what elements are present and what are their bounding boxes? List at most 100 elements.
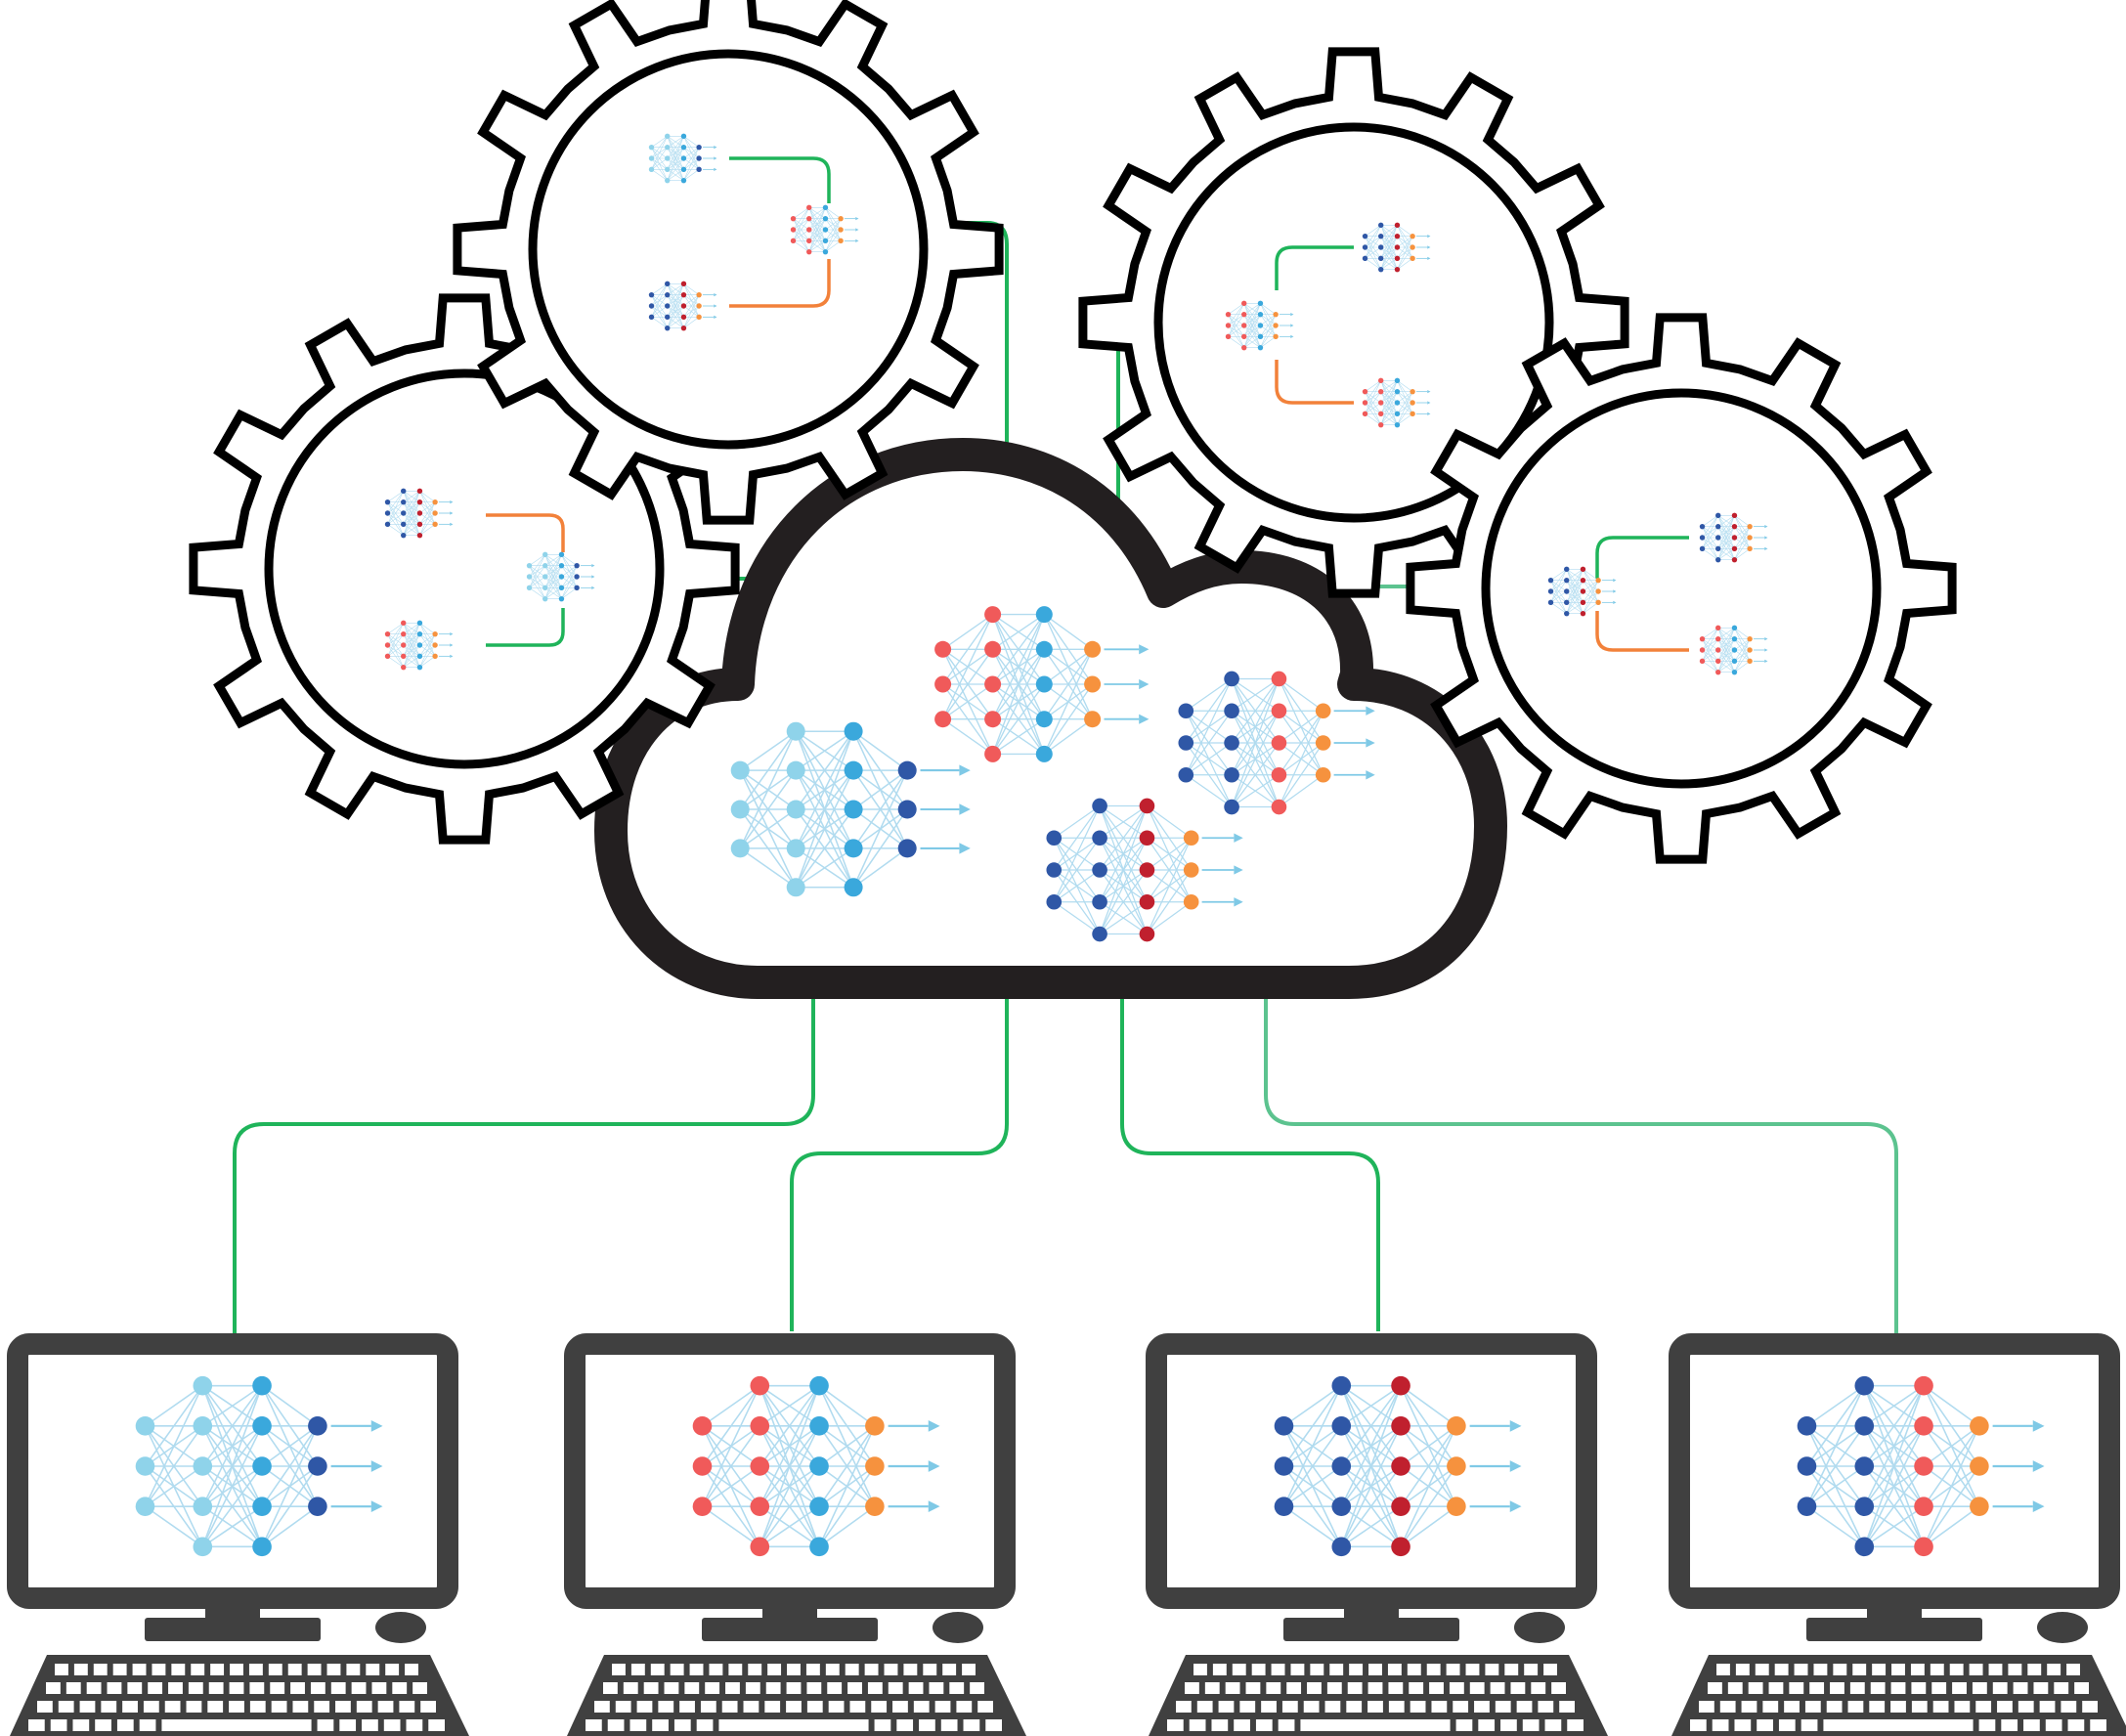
keyboard-key (1997, 1701, 2013, 1713)
keyboard-key (229, 1701, 244, 1713)
network-node (558, 562, 565, 569)
network-node (822, 215, 829, 222)
network-node (1224, 766, 1239, 783)
keyboard-key (896, 1719, 914, 1731)
network-node (1362, 244, 1368, 250)
keyboard-key (112, 1664, 127, 1675)
network-node (401, 488, 407, 495)
output-arrow-icon (1509, 1419, 1522, 1432)
keyboard-key (2054, 1682, 2069, 1694)
network-node (1241, 311, 1247, 318)
network-node (193, 1537, 213, 1557)
keyboard-key (977, 1701, 993, 1713)
keyboard-key (1239, 1701, 1256, 1713)
network-node (1331, 1497, 1352, 1516)
output-arrow-icon (450, 522, 454, 526)
network-node (432, 521, 438, 528)
network-node (1362, 411, 1368, 417)
network-links (1053, 804, 1193, 935)
network-node (1315, 703, 1331, 719)
keyboard-key (1804, 1701, 1821, 1713)
keyboard-key (1281, 1701, 1298, 1713)
keyboard-key (314, 1701, 330, 1713)
network-node (1731, 625, 1738, 631)
computer-2 (564, 1333, 1026, 1736)
keyboard-key (1890, 1682, 1906, 1694)
keyboard-key (1774, 1664, 1789, 1675)
output-arrow-icon (1427, 235, 1431, 239)
network-node (1378, 411, 1384, 417)
network-node (1731, 658, 1738, 665)
network-links (651, 136, 700, 181)
network-node (1391, 1375, 1410, 1396)
keyboard-key (122, 1701, 138, 1713)
keyboard-key (292, 1701, 309, 1713)
monitor-stand (1806, 1618, 1982, 1641)
network-node (1547, 599, 1554, 606)
keyboard-key (127, 1682, 143, 1694)
keyboard-key (2027, 1664, 2042, 1675)
keyboard-key (28, 1719, 45, 1731)
monitor-stand (702, 1618, 878, 1641)
keyboard-key (385, 1664, 400, 1675)
network-node (193, 1375, 213, 1396)
network-node (1854, 1497, 1875, 1516)
keyboard-key (366, 1664, 380, 1675)
keyboard-key (1727, 1682, 1743, 1694)
output-arrow-icon (855, 239, 859, 242)
output-arrow-icon (928, 1419, 940, 1432)
output-arrow-icon (714, 304, 717, 308)
keyboard-key (689, 1664, 704, 1675)
network-node (680, 291, 687, 298)
keyboard-icon (1149, 1655, 1608, 1736)
keyboard-key (1225, 1682, 1240, 1694)
keyboard-key (371, 1682, 387, 1694)
keyboard-key (287, 1664, 302, 1675)
network-links (1805, 1384, 1980, 1548)
keyboard-key (679, 1701, 695, 1713)
output-arrow-icon (1764, 525, 1768, 529)
output-arrow-icon (1139, 678, 1150, 690)
keyboard-key (1830, 1682, 1844, 1694)
keyboard-key (1559, 1701, 1575, 1713)
keyboard-key (1368, 1664, 1382, 1675)
mouse-icon (1514, 1612, 1565, 1643)
network-node (1747, 545, 1753, 552)
network-node (665, 166, 671, 173)
network-node (665, 281, 671, 287)
network-node (1914, 1456, 1933, 1476)
network-node (1410, 411, 1415, 417)
network-node (1797, 1456, 1817, 1476)
gear-link (1275, 360, 1354, 405)
network-node (1378, 388, 1384, 395)
network-node (897, 760, 917, 780)
network-node (1580, 577, 1586, 584)
network-node (1035, 745, 1053, 762)
network-node (1378, 266, 1384, 273)
network-node (1715, 635, 1721, 642)
network-node (401, 630, 407, 637)
keyboard-key (420, 1701, 436, 1713)
keyboard-key (845, 1664, 859, 1675)
keyboard-key (1699, 1701, 1714, 1713)
keyboard-key (1490, 1682, 1505, 1694)
keyboard-key (107, 1682, 122, 1694)
output-arrow-icon (591, 564, 595, 568)
network-node (1747, 535, 1753, 541)
output-arrow-icon (370, 1460, 383, 1472)
network-node (401, 510, 407, 516)
network-node (416, 642, 423, 648)
network-node (680, 177, 687, 184)
network-node (1046, 893, 1063, 910)
keyboard-key (392, 1682, 408, 1694)
keyboard-key (1218, 1701, 1235, 1713)
keyboard-key (615, 1701, 631, 1713)
keyboard-key (1495, 1701, 1511, 1713)
network-node (1378, 421, 1384, 428)
keyboard-key (786, 1701, 802, 1713)
keyboard-key (1204, 1682, 1220, 1694)
network-node (1731, 535, 1738, 541)
network-node (680, 303, 687, 309)
network-node (934, 640, 952, 658)
keyboard-key (725, 1682, 740, 1694)
